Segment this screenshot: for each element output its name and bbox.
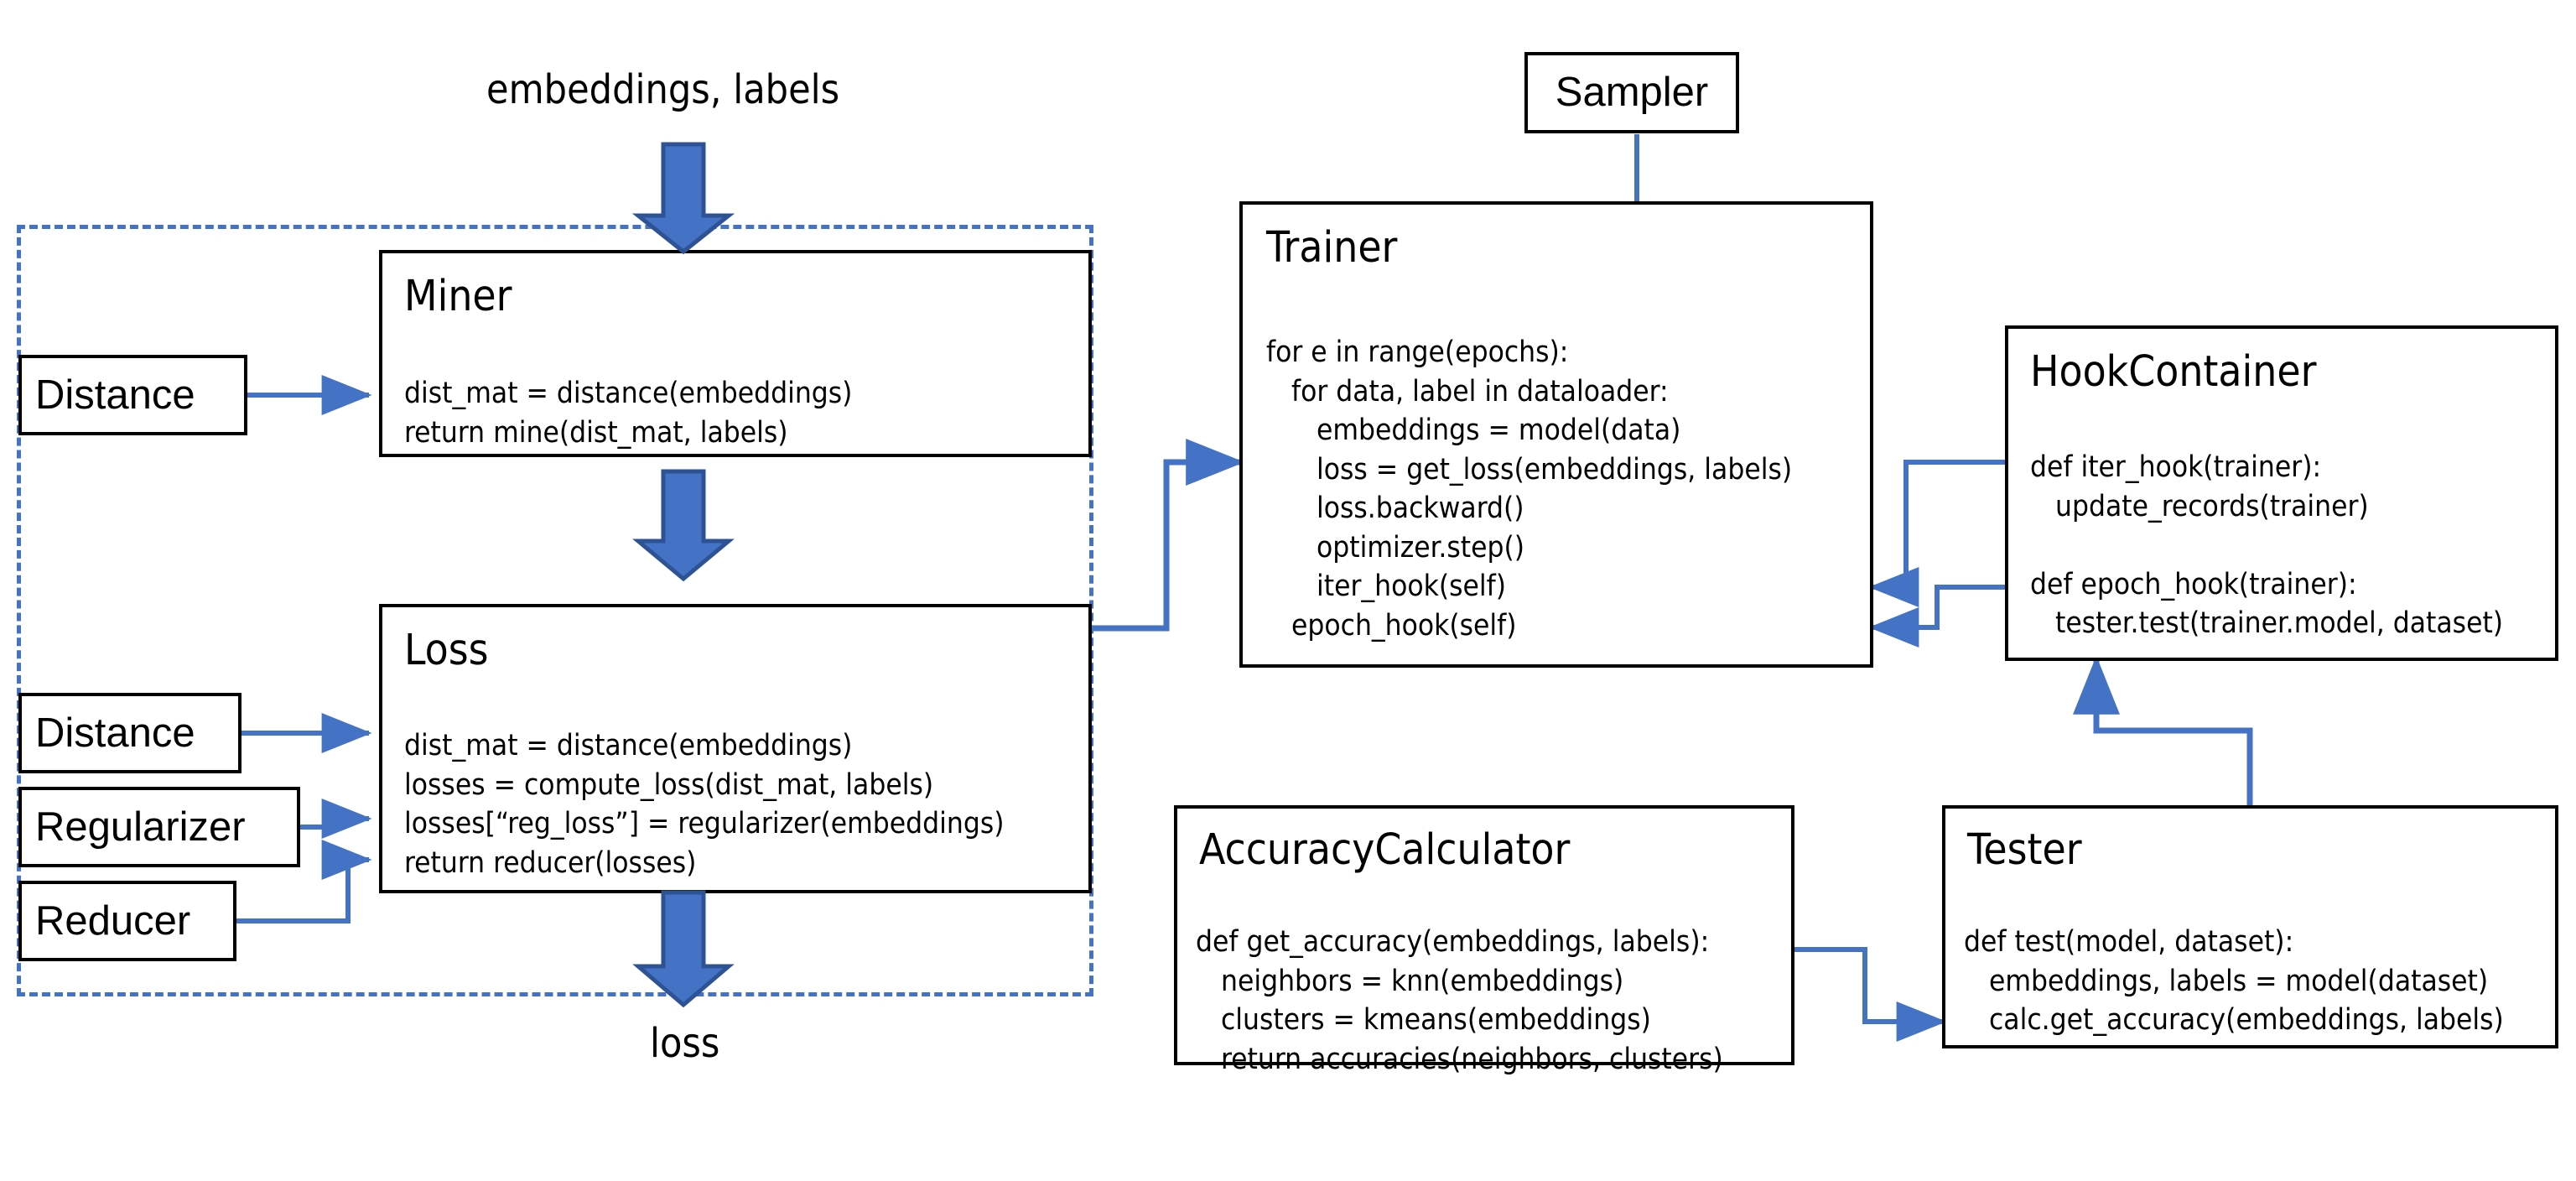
miner-code: dist_mat = distance(embeddings) return m… (404, 377, 853, 450)
node-hook-container[interactable]: HookContainer def iter_hook(trainer): up… (2005, 325, 2558, 661)
regularizer-label: Regularizer (35, 804, 246, 850)
hook-container-code: def iter_hook(trainer): update_records(t… (2030, 450, 2504, 641)
connector-iter-hook-to-trainer (1868, 460, 2007, 607)
loss-title: Loss (404, 626, 489, 675)
node-regularizer[interactable]: Regularizer (18, 787, 300, 867)
connector-epoch-hook-to-trainer (1868, 585, 2007, 648)
accuracy-calculator-title: AccuracyCalculator (1199, 825, 1571, 875)
input-label: embeddings, labels (486, 66, 840, 113)
sampler-label: Sampler (1555, 70, 1709, 115)
node-sampler[interactable]: Sampler (1524, 52, 1739, 133)
node-accuracy-calculator[interactable]: AccuracyCalculator def get_accuracy(embe… (1174, 805, 1794, 1076)
node-loss[interactable]: Loss dist_mat = distance(embeddings) los… (379, 604, 1092, 893)
distance-miner-label: Distance (35, 372, 195, 418)
accuracy-calculator-code: def get_accuracy(embeddings, labels): ne… (1196, 925, 1723, 1076)
connector-accuracycalculator-to-tester (1794, 947, 1947, 1042)
node-trainer[interactable]: Trainer for e in range(epochs): for data… (1239, 201, 1873, 668)
miner-title: Miner (404, 272, 512, 321)
node-reducer[interactable]: Reducer (18, 881, 236, 961)
node-miner[interactable]: Miner dist_mat = distance(embeddings) re… (379, 250, 1092, 457)
node-distance-loss[interactable]: Distance (18, 693, 242, 773)
node-tester[interactable]: Tester def test(model, dataset): embeddi… (1942, 805, 2558, 1048)
trainer-title: Trainer (1266, 223, 1398, 273)
reducer-label: Reducer (35, 897, 191, 944)
output-label: loss (650, 1020, 720, 1067)
node-distance-miner[interactable]: Distance (18, 355, 247, 435)
tester-code: def test(model, dataset): embeddings, la… (1964, 925, 2504, 1038)
connector-loss-to-trainer (1092, 439, 1245, 632)
trainer-code: for e in range(epochs): for data, label … (1266, 336, 1793, 643)
tester-title: Tester (1967, 825, 2082, 875)
connector-tester-to-hookcontainer (2073, 655, 2253, 808)
distance-loss-label: Distance (35, 710, 195, 756)
loss-code: dist_mat = distance(embeddings) losses =… (404, 729, 1005, 880)
hook-container-title: HookContainer (2030, 347, 2317, 397)
